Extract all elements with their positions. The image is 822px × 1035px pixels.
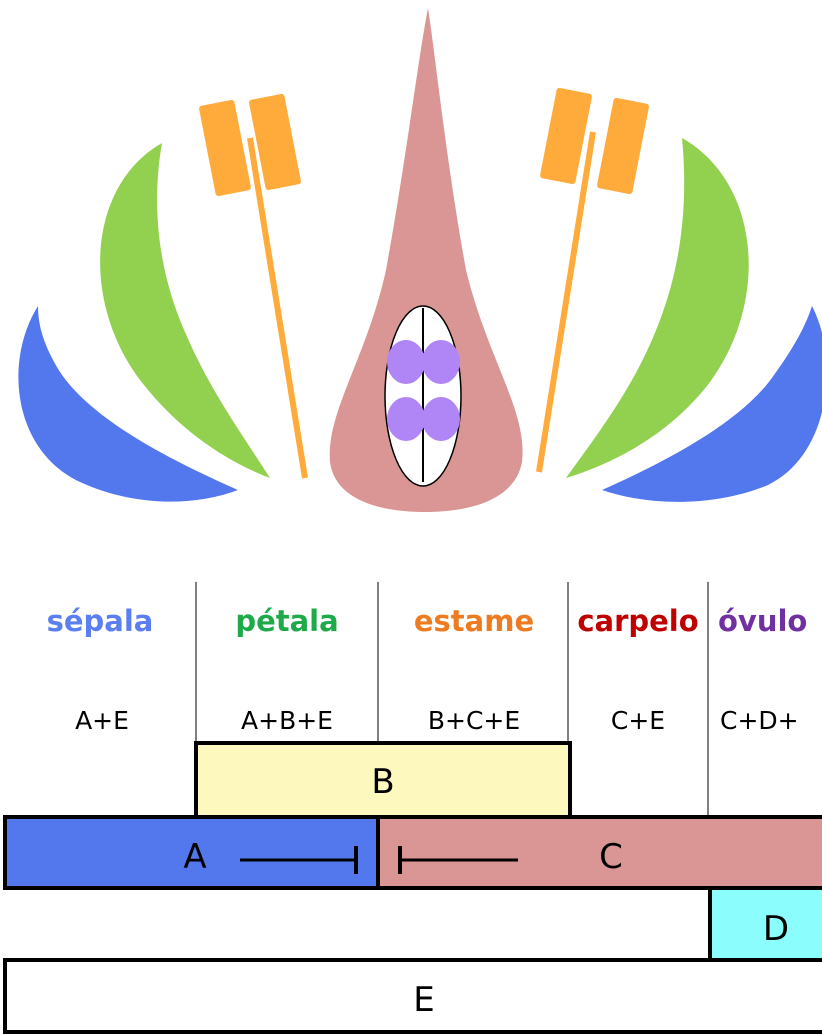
organ-label-sepal: sépala: [47, 604, 154, 638]
ovule: [422, 397, 460, 441]
formula-ovule: C+D+: [720, 706, 799, 735]
formula-carpel: C+E: [611, 706, 665, 735]
class-c-label: C: [599, 837, 623, 877]
class-b-label: B: [371, 762, 394, 802]
ovule: [387, 340, 425, 384]
organ-label-ovule: óvulo: [718, 604, 807, 638]
flower-illustration: [18, 8, 822, 512]
organ-label-carpel: carpelo: [577, 604, 698, 638]
class-e-label: E: [413, 980, 434, 1020]
formula-sepal: A+E: [75, 706, 129, 735]
ovule: [387, 397, 425, 441]
formula-stamen: B+C+E: [428, 706, 520, 735]
class-a-label: A: [183, 837, 206, 877]
petal-left: [100, 143, 270, 478]
class-d-label: D: [763, 909, 789, 949]
ovule: [422, 340, 460, 384]
formula-petal: A+B+E: [241, 706, 333, 735]
gene-class-bars: B C A D E: [5, 743, 822, 1032]
organ-label-petal: pétala: [235, 604, 338, 638]
organ-label-stamen: estame: [414, 604, 534, 638]
